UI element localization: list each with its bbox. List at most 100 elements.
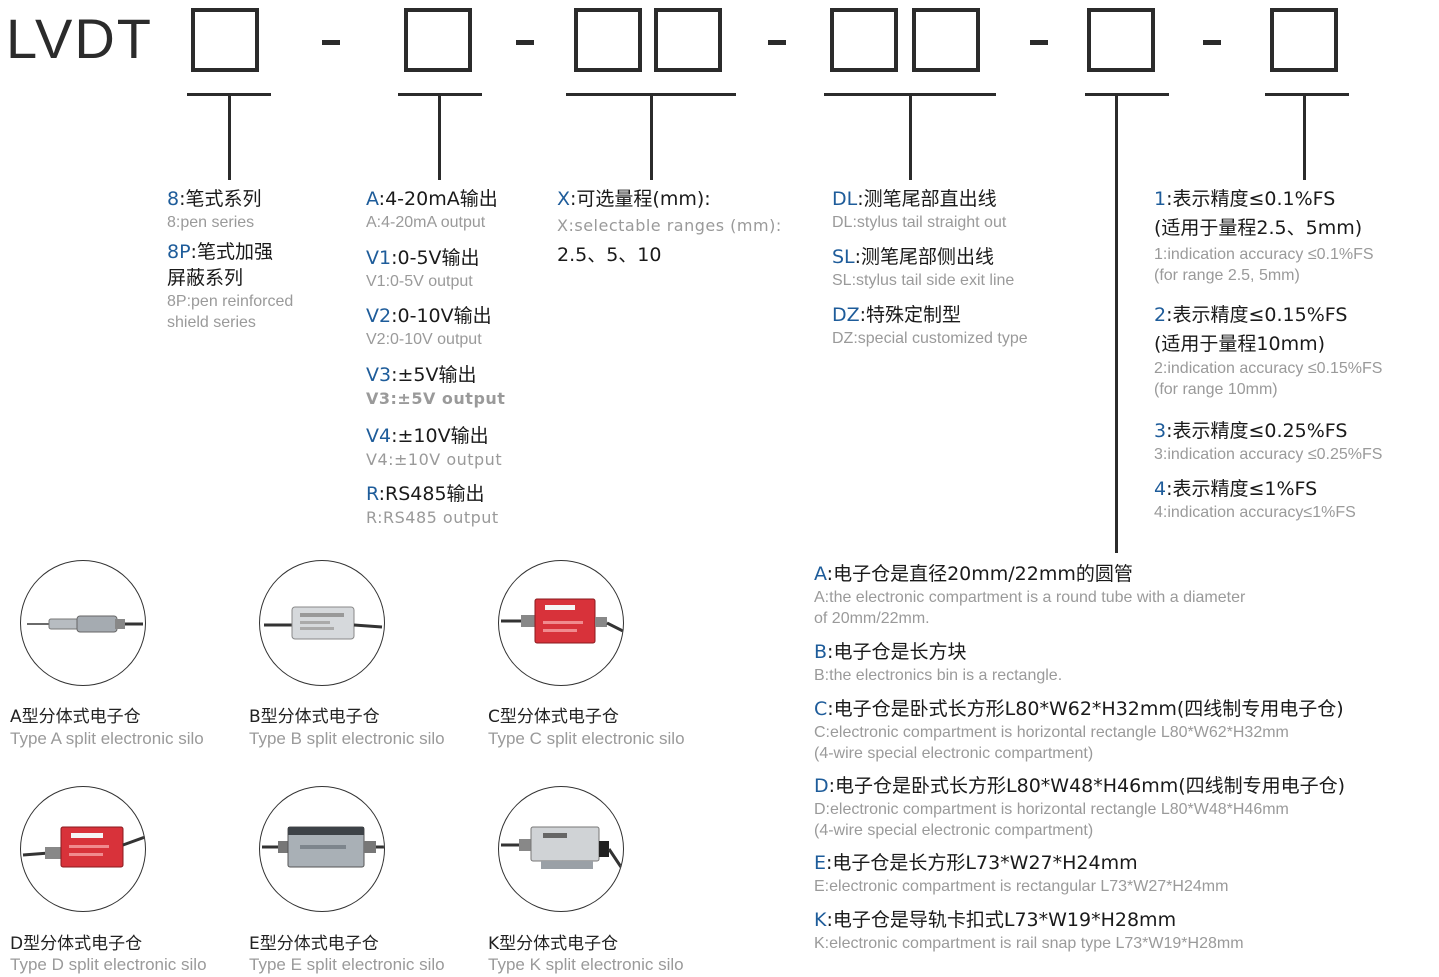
option-code: E [814, 852, 827, 874]
output-option-a: A:4-20mA输出 A:4-20mA output [366, 186, 498, 233]
option-label-cn: :特殊定制型 [859, 304, 962, 326]
option-label-cn: :表示精度≤0.1%FS [1166, 188, 1336, 210]
option-code: A [814, 563, 827, 585]
code-box-range-1 [574, 8, 642, 72]
option-label-cn: :表示精度≤1%FS [1166, 478, 1318, 500]
output-option-v3: V3:±5V输出 V3:±5V output [366, 362, 505, 409]
product-photo-k [498, 786, 624, 912]
option-label-en-2: (for range 10mm) [1154, 381, 1278, 398]
cable-option-dl: DL:测笔尾部直出线 DL:stylus tail straight out [832, 186, 1006, 233]
separator-3 [768, 40, 786, 45]
code-box-range-2 [654, 8, 722, 72]
option-label-en: E:electronic compartment is rectangular … [814, 878, 1229, 895]
connector-v-series [228, 93, 231, 180]
option-label-cn: :测笔尾部侧出线 [854, 246, 995, 268]
option-label-en-2: (4-wire special electronic compartment) [814, 822, 1094, 839]
option-label-cn: :表示精度≤0.25%FS [1166, 420, 1348, 442]
option-label-cn: :4-20mA输出 [378, 188, 498, 210]
option-code: R [366, 483, 379, 505]
option-code: V3 [366, 364, 392, 386]
metal-box-image [262, 826, 384, 868]
option-label-en: R:RS485 output [366, 508, 499, 527]
output-option-v4: V4:±10V输出 V4:±10V output [366, 423, 502, 470]
option-label-cn: :电子仓是卧式长方形L80*W62*H32mm(四线制专用电子仓) [827, 698, 1344, 720]
separator-1 [322, 40, 340, 45]
separator-4 [1030, 40, 1048, 45]
option-label-en: B:the electronics bin is a rectangle. [814, 667, 1063, 684]
option-code: A [366, 188, 379, 210]
option-code: X [557, 188, 571, 210]
option-label-en: A:the electronic compartment is a round … [814, 589, 1246, 606]
option-label-en-2: (4-wire special electronic compartment) [814, 745, 1094, 762]
model-prefix: LVDT [6, 7, 153, 70]
option-label-en-2: of 20mm/22mm. [814, 610, 930, 627]
connector-v-accuracy [1303, 93, 1306, 180]
product-photo-b [259, 560, 385, 686]
option-label-en: 4:indication accuracy≤1%FS [1154, 504, 1356, 521]
option-label-cn: :电子仓是卧式长方形L80*W48*H46mm(四线制专用电子仓) [828, 775, 1346, 797]
option-label-cn: :笔式加强 [190, 241, 273, 263]
rectangle-box-image [264, 606, 383, 640]
product-caption-cn: A型分体式电子仓 [10, 707, 141, 727]
option-label-en: X:selectable ranges (mm): [557, 216, 782, 235]
option-code: 8P [167, 241, 191, 263]
option-label-cn: :0-10V输出 [391, 305, 492, 327]
option-label-en: K:electronic compartment is rail snap ty… [814, 935, 1244, 952]
red-box-image [22, 826, 145, 868]
option-label-en: DL:stylus tail straight out [832, 214, 1007, 231]
series-option-8: 8:笔式系列 8:pen series [167, 186, 262, 233]
product-caption-cn: D型分体式电子仓 [10, 934, 143, 954]
option-code: C [814, 698, 828, 720]
option-label-cn: :电子仓是长方形L73*W27*H24mm [826, 852, 1138, 874]
option-label-en: A:4-20mA output [366, 214, 486, 231]
option-code: V4 [366, 425, 392, 447]
output-option-v1: V1:0-5V输出 V1:0-5V output [366, 245, 480, 292]
option-label-en: D:electronic compartment is horizontal r… [814, 801, 1289, 818]
code-box-series [191, 8, 259, 72]
option-label-cn: :RS485输出 [378, 483, 485, 505]
product-caption-cn: E型分体式电子仓 [249, 934, 379, 954]
red-box-image [501, 598, 623, 644]
product-photo-a [20, 560, 146, 686]
product-photo-d [20, 786, 146, 912]
product-caption-cn: B型分体式电子仓 [249, 707, 380, 727]
cable-option-dz: DZ:特殊定制型 DZ:special customized type [832, 302, 1028, 349]
option-label-en: C:electronic compartment is horizontal r… [814, 724, 1289, 741]
product-caption-en: Type D split electronic silo [10, 955, 207, 974]
accuracy-option-1: 1:表示精度≤0.1%FS (适用于量程2.5、5mm) 1:indicatio… [1154, 186, 1374, 286]
option-label-cn: :电子仓是直径20mm/22mm的圆管 [826, 563, 1133, 585]
product-caption-en: Type K split electronic silo [488, 955, 684, 974]
connector-h-accuracy [1265, 93, 1349, 96]
accuracy-option-3: 3:表示精度≤0.25%FS 3:indication accuracy ≤0.… [1154, 418, 1382, 465]
connector-h-housing [1085, 93, 1169, 96]
rail-box-image [501, 826, 623, 869]
product-caption-en: Type A split electronic silo [10, 729, 204, 748]
product-caption-en: Type B split electronic silo [249, 729, 445, 748]
option-label-en-2: (for range 2.5, 5mm) [1154, 267, 1300, 284]
product-caption-en: Type C split electronic silo [488, 729, 685, 748]
output-option-r: R:RS485输出 R:RS485 output [366, 481, 499, 528]
option-label-cn: :±5V输出 [391, 364, 477, 386]
connector-v-range [650, 93, 653, 180]
option-code: 4 [1154, 478, 1167, 500]
option-label-en: 8P:pen reinforced [167, 293, 294, 310]
option-label-cn: :0-5V输出 [391, 247, 480, 269]
separator-5 [1203, 40, 1221, 45]
product-caption-en: Type E split electronic silo [249, 955, 445, 974]
product-caption-cn: K型分体式电子仓 [488, 934, 619, 954]
probe-tube-image [27, 615, 143, 633]
code-box-output [404, 8, 472, 72]
option-label-cn: :可选量程(mm): [570, 188, 711, 210]
option-label-en: V2:0-10V output [366, 331, 482, 348]
housing-option-k: K:电子仓是导轨卡扣式L73*W19*H28mm K:electronic co… [814, 907, 1244, 954]
option-label-en: DZ:special customized type [832, 330, 1028, 347]
option-label-cn-2: (适用于量程10mm) [1154, 333, 1326, 355]
option-label-cn: :测笔尾部直出线 [857, 188, 997, 210]
code-box-cable-2 [912, 8, 980, 72]
option-label-cn-2: 屏蔽系列 [167, 267, 244, 289]
code-box-housing [1087, 8, 1155, 72]
option-code: K [814, 909, 827, 931]
cable-option-sl: SL:测笔尾部侧出线 SL:stylus tail side exit line [832, 244, 1014, 291]
option-label-en: SL:stylus tail side exit line [832, 272, 1015, 289]
series-option-8p: 8P:笔式加强 屏蔽系列 8P:pen reinforced shield se… [167, 239, 293, 333]
